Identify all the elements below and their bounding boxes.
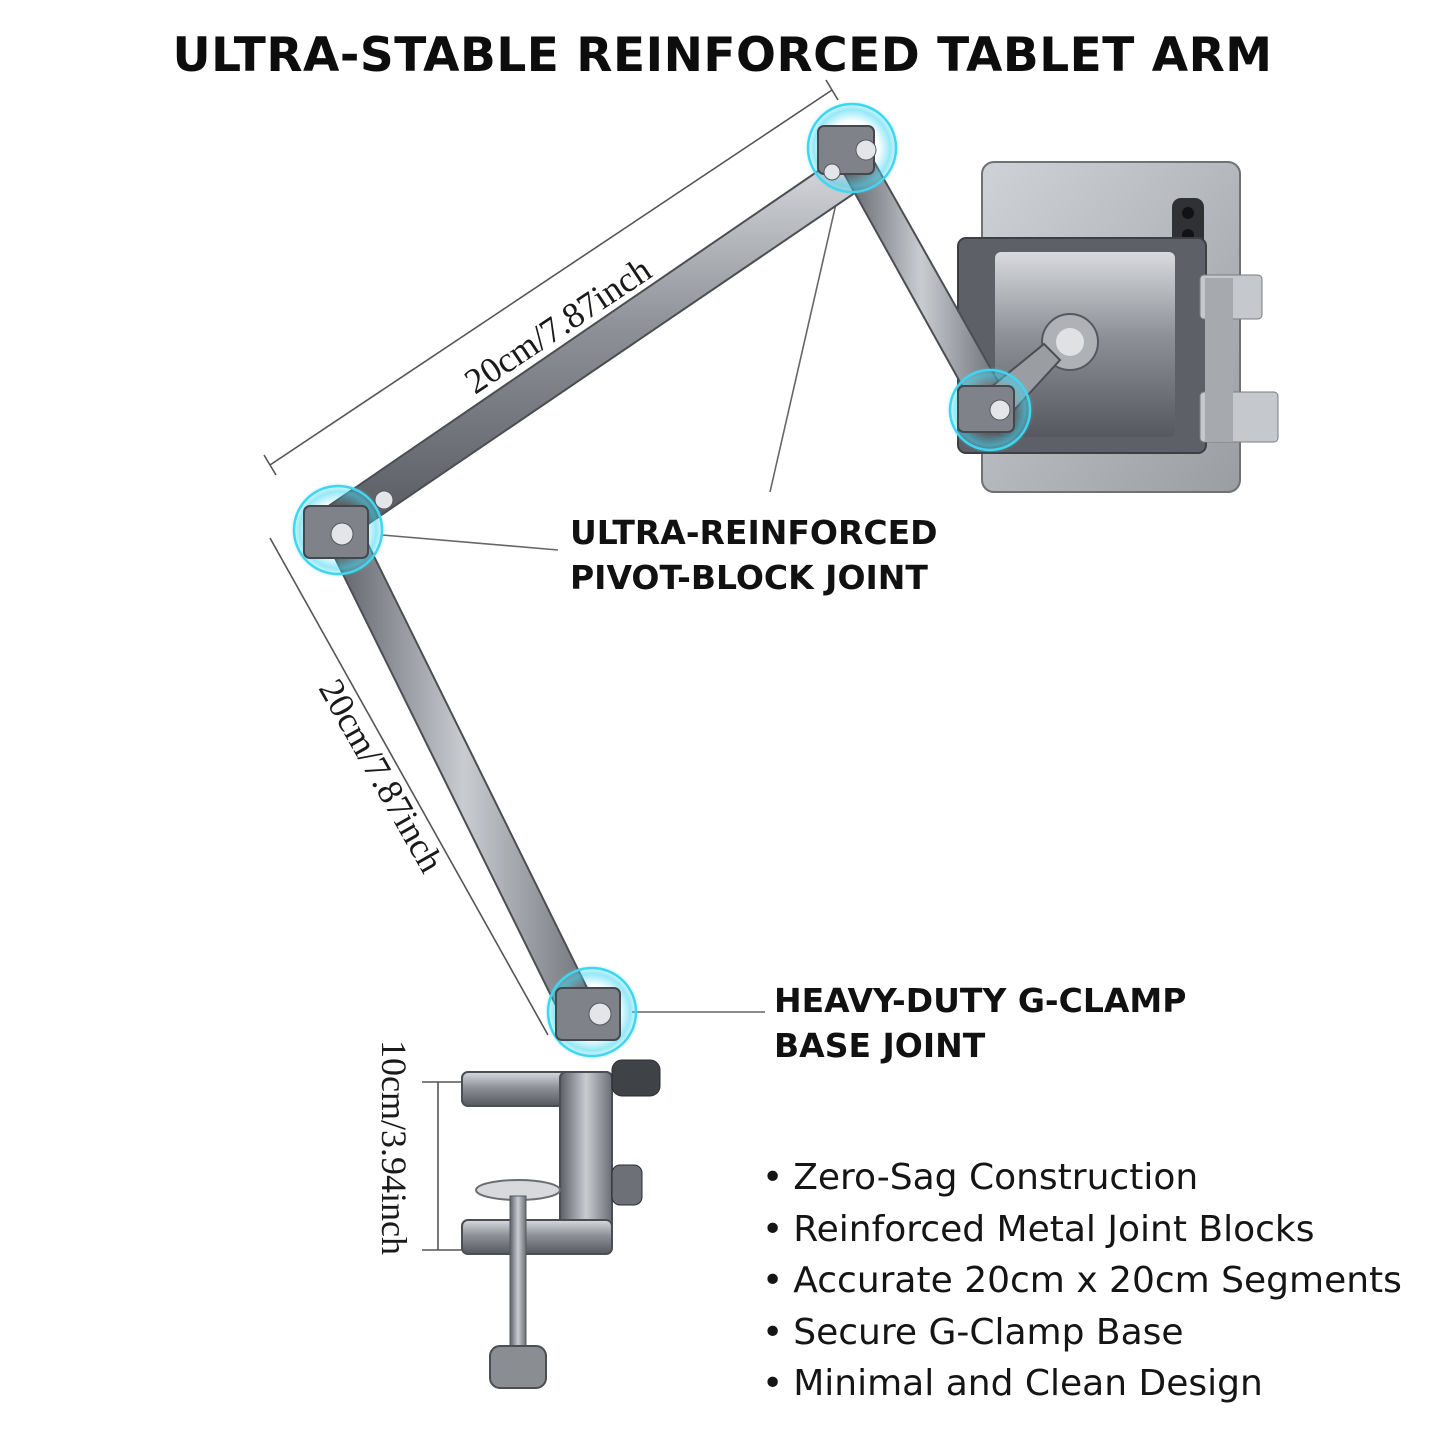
joint-top xyxy=(804,100,900,196)
feature-text: Reinforced Metal Joint Blocks xyxy=(793,1208,1315,1250)
clamp-height-dimension: 10cm/3.94inch xyxy=(374,1040,414,1255)
base-joint-callout-line1: HEAVY-DUTY G-CLAMP xyxy=(774,981,1187,1020)
list-item: •Minimal and Clean Design xyxy=(762,1358,1402,1410)
pivot-joint-callout-line2: PIVOT-BLOCK JOINT xyxy=(570,558,928,597)
feature-text: Minimal and Clean Design xyxy=(793,1363,1263,1404)
page-title: ULTRA-STABLE REINFORCED TABLET ARM xyxy=(172,28,1273,83)
base-joint-callout: HEAVY-DUTY G-CLAMP BASE JOINT xyxy=(774,978,1186,1068)
bullet: • xyxy=(762,1363,784,1404)
list-item: •Accurate 20cm x 20cm Segments xyxy=(762,1255,1402,1307)
list-item: •Reinforced Metal Joint Blocks xyxy=(762,1204,1402,1256)
bullet: • xyxy=(762,1157,784,1198)
feature-text: Secure G-Clamp Base xyxy=(793,1311,1184,1353)
list-item: •Zero-Sag Construction xyxy=(762,1152,1402,1204)
callout-leaders xyxy=(381,194,839,1013)
bullet: • xyxy=(762,1311,784,1353)
pivot-joint-callout-line1: ULTRA-REINFORCED xyxy=(570,513,938,552)
bullet: • xyxy=(762,1260,784,1301)
upper-dimension-line xyxy=(263,79,839,476)
base-joint-callout-line2: BASE JOINT xyxy=(774,1026,986,1065)
arm-segments xyxy=(328,154,1062,1028)
g-clamp xyxy=(461,1059,661,1389)
feature-text: Zero-Sag Construction xyxy=(793,1157,1199,1198)
bullet: • xyxy=(762,1208,784,1250)
joint-pivot xyxy=(290,482,394,578)
list-item: •Secure G-Clamp Base xyxy=(762,1307,1402,1359)
joint-base xyxy=(544,964,640,1060)
lower-dimension-line xyxy=(269,537,549,1036)
pivot-joint-callout: ULTRA-REINFORCED PIVOT-BLOCK JOINT xyxy=(570,510,938,600)
feature-list: •Zero-Sag Construction •Reinforced Metal… xyxy=(762,1152,1402,1410)
feature-text: Accurate 20cm x 20cm Segments xyxy=(793,1260,1402,1301)
joint-tablet xyxy=(946,366,1034,454)
